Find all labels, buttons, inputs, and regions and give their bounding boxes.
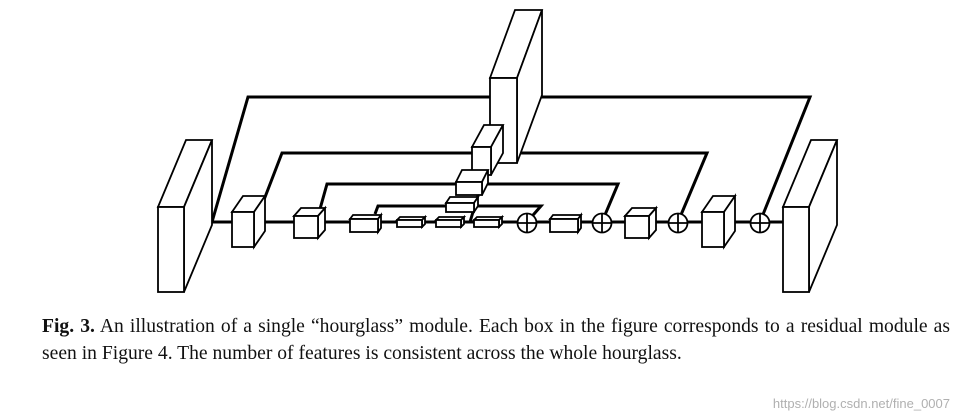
box-output-large	[781, 139, 839, 293]
box-up-1	[700, 193, 737, 250]
plus-node-1	[516, 212, 538, 234]
box-down-1	[230, 193, 267, 250]
figure-caption: Fig. 3. An illustration of a single “hou…	[42, 314, 950, 367]
box-bottleneck-3	[471, 214, 505, 230]
box-bottleneck-2	[433, 214, 467, 230]
box-down-3	[348, 212, 383, 235]
box-stack-upper	[470, 124, 505, 176]
figure-label: Fig. 3.	[42, 316, 95, 337]
watermark-url: https://blog.csdn.net/fine_0007	[772, 396, 950, 411]
hourglass-diagram	[156, 9, 839, 293]
plus-node-4	[749, 212, 771, 234]
box-stack-middle	[454, 169, 490, 196]
box-up-3	[548, 212, 583, 235]
box-bottleneck-1	[394, 214, 428, 230]
box-input-large	[156, 139, 214, 293]
plus-node-3	[667, 212, 689, 234]
caption-text: An illustration of a single “hourglass” …	[42, 316, 950, 364]
box-stack-lower	[444, 194, 480, 215]
box-down-2	[292, 205, 327, 241]
box-up-2	[623, 205, 658, 241]
plus-node-2	[591, 212, 613, 234]
